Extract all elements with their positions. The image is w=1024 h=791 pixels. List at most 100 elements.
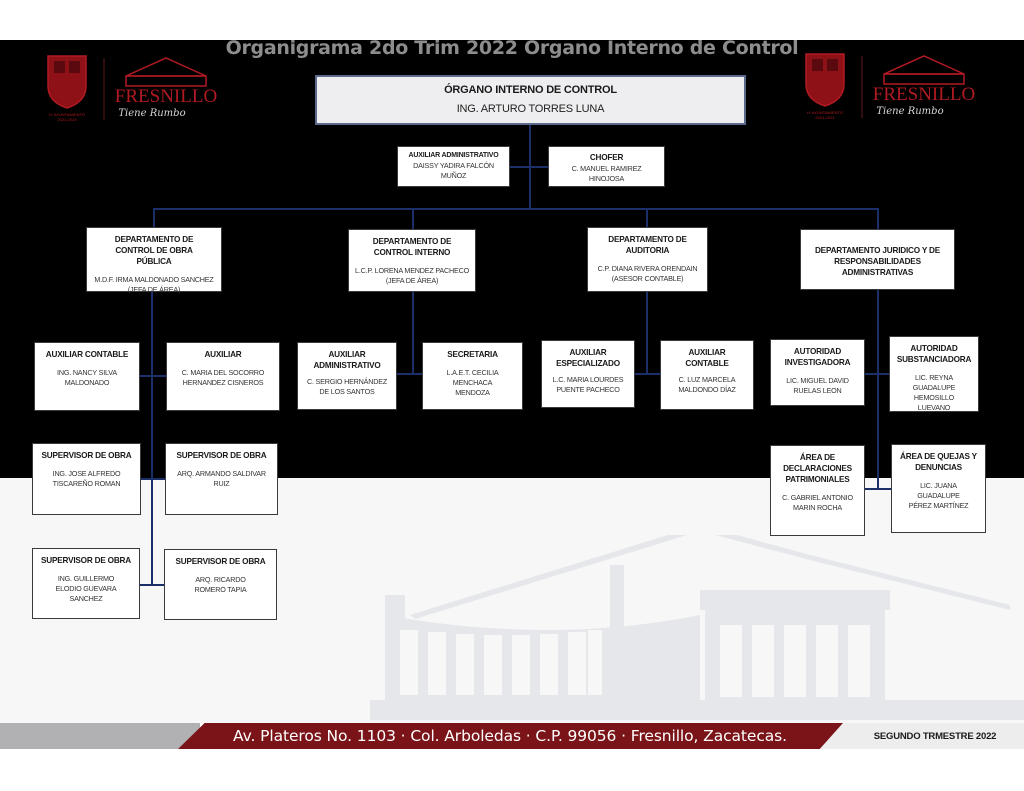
node-role: SUPERVISOR DE OBRA (176, 451, 267, 460)
node-name: C.P. DIANA RIVERA ORENDAIN (597, 264, 698, 273)
org-node-subordinate: AUXILIAR CONTABLE ING. NANCY SILVA MALDO… (34, 342, 140, 411)
connector (412, 291, 414, 375)
node-role: DEPARTAMENTO DE AUDITORIA (608, 235, 687, 255)
node-name: LIC. MIGUEL DAVID RUELAS LEON (786, 376, 849, 395)
node-name: C. LUZ MARCELA MALDONDO DÍAZ (678, 375, 736, 394)
node-role: DEPARTAMENTO JURIDICO Y DE RESPONSABILID… (814, 246, 941, 277)
svg-text:2021-2024: 2021-2024 (57, 117, 77, 122)
node-name: LIC. JUANA GUADALUPE PÉREZ MARTÍNEZ (908, 481, 969, 510)
node-name: DAISSY YADIRA FALCÓN MUÑOZ (413, 161, 494, 180)
org-node-staff: AUXILIAR ADMINISTRATIVO DAISSY YADIRA FA… (397, 146, 510, 187)
org-node-subordinate: AUXILIAR ADMINISTRATIVO C. SERGIO HERNÁN… (297, 342, 397, 410)
node-role: SUPERVISOR DE OBRA (41, 556, 131, 565)
node-role: CHOFER (589, 153, 624, 162)
footer-quarter-label: SEGUNDO TRMESTRE 2022 (873, 731, 997, 742)
connector (646, 208, 648, 230)
node-position: (JEFA DE ÁREA) (127, 285, 181, 294)
connector (412, 208, 414, 230)
org-node-department: DEPARTAMENTO JURIDICO Y DE RESPONSABILID… (800, 229, 955, 290)
org-node-subordinate: AUTORIDAD SUBSTANCIADORA LIC. REYNA GUAD… (889, 336, 979, 412)
org-node-department: DEPARTAMENTO DE AUDITORIA C.P. DIANA RIV… (587, 227, 708, 292)
connector (877, 208, 879, 230)
node-role: AUXILIAR ESPECIALIZADO (556, 348, 620, 368)
connector (153, 208, 155, 230)
node-role: AUXILIAR ADMINISTRATIVO (408, 152, 499, 159)
connector (865, 488, 891, 490)
node-role: ÁREA DE QUEJAS Y DENUNCIAS (900, 452, 977, 472)
org-node-subordinate: SUPERVISOR DE OBRA ING. GUILLERMO ELODIO… (32, 548, 140, 619)
fresnillo-logo-left: H. AYUNTAMIENTO 2021-2024 FRESNILLO Tien… (47, 55, 217, 122)
node-name: ARQ. ARMANDO SALDIVAR RUIZ (177, 469, 266, 488)
node-role: SUPERVISOR DE OBRA (175, 557, 266, 566)
org-node-subordinate: SUPERVISOR DE OBRA ING. JOSE ALFREDO TIS… (32, 443, 141, 515)
node-role: AUXILIAR ADMINISTRATIVO (313, 350, 381, 370)
connector (139, 478, 167, 480)
org-node-subordinate: AUXILIAR ESPECIALIZADO L.C. MARIA LOURDE… (541, 340, 635, 408)
org-node-staff: CHOFER C. MANUEL RAMIREZ HINOJOSA (548, 146, 665, 187)
node-name: ARQ. RICARDO ROMERO TAPIA (194, 575, 247, 594)
node-name: C. SERGIO HERNÁNDEZ DE LOS SANTOS (306, 377, 388, 396)
municipal-shield-icon (47, 55, 87, 109)
node-name: ING. ARTURO TORRES LUNA (456, 103, 605, 115)
fresnillo-logo-right: H. AYUNTAMIENTO 2021-2024 FRESNILLO Tien… (805, 53, 975, 120)
node-role: AUXILIAR CONTABLE (685, 348, 729, 368)
node-role: AUXILIAR CONTABLE (45, 350, 129, 359)
svg-text:Tiene Rumbo: Tiene Rumbo (876, 106, 943, 117)
node-name: ING. GUILLERMO ELODIO GUEVARA SANCHEZ (55, 574, 117, 603)
connector (396, 373, 422, 375)
monument-watermark (370, 535, 1024, 720)
node-role: ÁREA DE DECLARACIONES PATRIMONIALES (783, 453, 852, 484)
org-node-subordinate: ÁREA DE DECLARACIONES PATRIMONIALES C. G… (770, 445, 865, 536)
node-role: AUXILIAR (204, 350, 242, 359)
org-node-head: ÓRGANO INTERNO DE CONTROL ING. ARTURO TO… (315, 75, 746, 125)
connector (877, 290, 879, 490)
node-name: L.C.P. LORENA MENDEZ PACHECO (355, 266, 469, 275)
svg-text:2021-2024: 2021-2024 (815, 115, 835, 120)
node-name: M.D.F. IRMA MALDONADO SANCHEZ (94, 275, 214, 284)
org-node-subordinate: AUTORIDAD INVESTIGADORA LIC. MIGUEL DAVI… (770, 339, 865, 406)
node-name: C. MANUEL RAMIREZ HINOJOSA (571, 164, 642, 183)
connector (151, 290, 153, 586)
org-node-department: DEPARTAMENTO DE CONTROL DE OBRA PÚBLICA … (86, 227, 222, 294)
connector (139, 584, 165, 586)
connector (510, 166, 550, 168)
connector (634, 373, 660, 375)
node-position: (JEFA DE ÁREA) (385, 276, 439, 285)
node-name: L.C. MARIA LOURDES PUENTE PACHECO (552, 375, 624, 394)
page-title: Organigrama 2do Trim 2022 Organo Interno… (225, 37, 799, 59)
connector (153, 208, 879, 210)
node-role: SUPERVISOR DE OBRA (41, 451, 132, 460)
node-name: LIC. REYNA GUADALUPE HEMOSILLO LUEVANO (912, 373, 956, 412)
connector (864, 373, 890, 375)
connector (646, 291, 648, 375)
node-name: C. MARIA DEL SOCORRO HERNANDEZ CISNEROS (181, 368, 265, 387)
node-role: SECRETARIA (447, 350, 498, 359)
org-node-subordinate: SECRETARIA L.A.E.T. CECILIA MENCHACA MEN… (422, 342, 523, 410)
node-position: (ASESOR CONTABLE) (611, 274, 684, 283)
svg-text:H. AYUNTAMIENTO: H. AYUNTAMIENTO (807, 110, 843, 115)
footer-right-band (820, 723, 1024, 749)
svg-text:H. AYUNTAMIENTO: H. AYUNTAMIENTO (49, 112, 85, 117)
svg-text:FRESNILLO: FRESNILLO (873, 84, 975, 105)
node-name: L.A.E.T. CECILIA MENCHACA MENDOZA (446, 368, 499, 397)
node-role: AUTORIDAD INVESTIGADORA (784, 347, 851, 367)
svg-text:Tiene Rumbo: Tiene Rumbo (118, 108, 185, 119)
org-node-subordinate: AUXILIAR CONTABLE C. LUZ MARCELA MALDOND… (660, 340, 754, 410)
node-role: AUTORIDAD SUBSTANCIADORA (896, 344, 972, 364)
node-name: ING. NANCY SILVA MALDONADO (57, 368, 117, 387)
node-name: C. GABRIEL ANTONIO MARIN ROCHA (782, 493, 853, 512)
org-node-subordinate: AUXILIAR C. MARIA DEL SOCORRO HERNANDEZ … (166, 342, 280, 411)
footer-grey-band (0, 723, 200, 749)
connector (139, 375, 167, 377)
node-role: ÓRGANO INTERNO DE CONTROL (444, 84, 617, 96)
svg-text:FRESNILLO: FRESNILLO (115, 86, 217, 107)
org-node-subordinate: ÁREA DE QUEJAS Y DENUNCIAS LIC. JUANA GU… (891, 444, 986, 533)
municipal-shield-icon (805, 53, 845, 107)
org-node-subordinate: SUPERVISOR DE OBRA ARQ. ARMANDO SALDIVAR… (165, 443, 278, 515)
footer-address-band (178, 723, 843, 749)
node-role: DEPARTAMENTO DE CONTROL INTERNO (372, 237, 452, 257)
org-node-subordinate: SUPERVISOR DE OBRA ARQ. RICARDO ROMERO T… (164, 549, 277, 620)
node-role: DEPARTAMENTO DE CONTROL DE OBRA PÚBLICA (114, 235, 194, 266)
node-name: ING. JOSE ALFREDO TISCAREÑO ROMAN (52, 469, 121, 488)
org-node-department: DEPARTAMENTO DE CONTROL INTERNO L.C.P. L… (348, 229, 476, 292)
